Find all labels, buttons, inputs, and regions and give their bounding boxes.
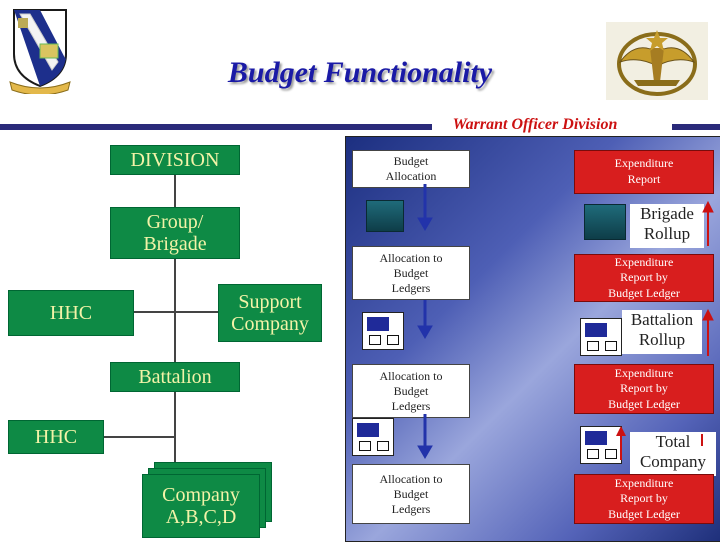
flow-arrows-right (701, 200, 714, 446)
up-arrow-2 (702, 308, 714, 356)
battalion-rollup-box: Battalion Rollup (622, 310, 702, 354)
allocation-ledgers-box-1: Allocation to Budget Ledgers (352, 246, 470, 300)
connector-hhc-support (132, 311, 218, 313)
expenditure-ledger-box-2: Expenditure Report by Budget Ledger (574, 364, 714, 414)
page-subtitle: Warrant Officer Division (452, 116, 618, 133)
flow-arrows-left (417, 184, 433, 459)
hhc-bottom-label: HHC (34, 426, 78, 448)
ledger-icon-1 (366, 200, 404, 232)
warrant-officer-insignia (606, 22, 708, 100)
expenditure-report-box: Expenditure Report (574, 150, 714, 194)
division-box: DIVISION (110, 145, 240, 175)
allocation-ledgers-label-2: Allocation to Budget Ledgers (379, 368, 443, 413)
hhc-top-box: HHC (8, 290, 134, 336)
expenditure-ledger-box-3: Expenditure Report by Budget Ledger (574, 474, 714, 524)
expenditure-report-label: Expenditure Report (614, 156, 674, 186)
budget-allocation-label: Budget Allocation (385, 154, 437, 183)
hhc-top-label: HHC (49, 302, 93, 324)
header-rule-left (0, 124, 432, 130)
group-brigade-box: Group/ Brigade (110, 207, 240, 259)
expenditure-ledger-label-1: Expenditure Report by Budget Ledger (608, 254, 680, 300)
down-arrow-2 (417, 300, 433, 339)
allocation-ledgers-label-3: Allocation to Budget Ledgers (379, 471, 443, 516)
allocation-ledgers-label-1: Allocation to Budget Ledgers (379, 250, 443, 295)
budget-allocation-box: Budget Allocation (352, 150, 470, 188)
database-icon-battalion (580, 318, 622, 356)
total-company-box: Total Company (630, 432, 716, 476)
hhc-bottom-box: HHC (8, 420, 104, 454)
division-label: DIVISION (130, 149, 220, 171)
total-company-label: Total Company (639, 432, 707, 472)
support-company-box: Support Company (218, 284, 322, 342)
rollup-icon-brigade (584, 204, 626, 240)
allocation-ledgers-box-3: Allocation to Budget Ledgers (352, 464, 470, 524)
expenditure-ledger-label-2: Expenditure Report by Budget Ledger (608, 365, 680, 411)
brigade-rollup-box: Brigade Rollup (630, 204, 704, 248)
page-title: Budget Functionality (227, 56, 493, 89)
group-brigade-label: Group/ Brigade (143, 211, 207, 255)
company-label: Company A,B,C,D (162, 484, 240, 528)
battalion-rollup-label: Battalion Rollup (630, 310, 694, 350)
connector-hhc-bottom (102, 436, 176, 438)
header-rule-right (672, 124, 720, 130)
up-arrow-1 (702, 200, 714, 246)
battalion-label: Battalion (138, 366, 212, 388)
expenditure-ledger-box-1: Expenditure Report by Budget Ledger (574, 254, 714, 302)
brigade-rollup-label: Brigade Rollup (640, 204, 694, 244)
down-arrow-1 (417, 184, 433, 231)
regiment-crest (6, 4, 74, 96)
connector-vertical-main (174, 173, 176, 523)
company-box: Company A,B,C,D (142, 474, 260, 538)
allocation-ledgers-box-2: Allocation to Budget Ledgers (352, 364, 470, 418)
battalion-box: Battalion (110, 362, 240, 392)
database-icon-2 (352, 418, 394, 456)
up-arrow-total (616, 426, 626, 460)
support-company-label: Support Company (231, 291, 309, 335)
database-icon-1 (362, 312, 404, 350)
expenditure-ledger-label-3: Expenditure Report by Budget Ledger (608, 475, 680, 521)
down-arrow-3 (417, 414, 433, 459)
